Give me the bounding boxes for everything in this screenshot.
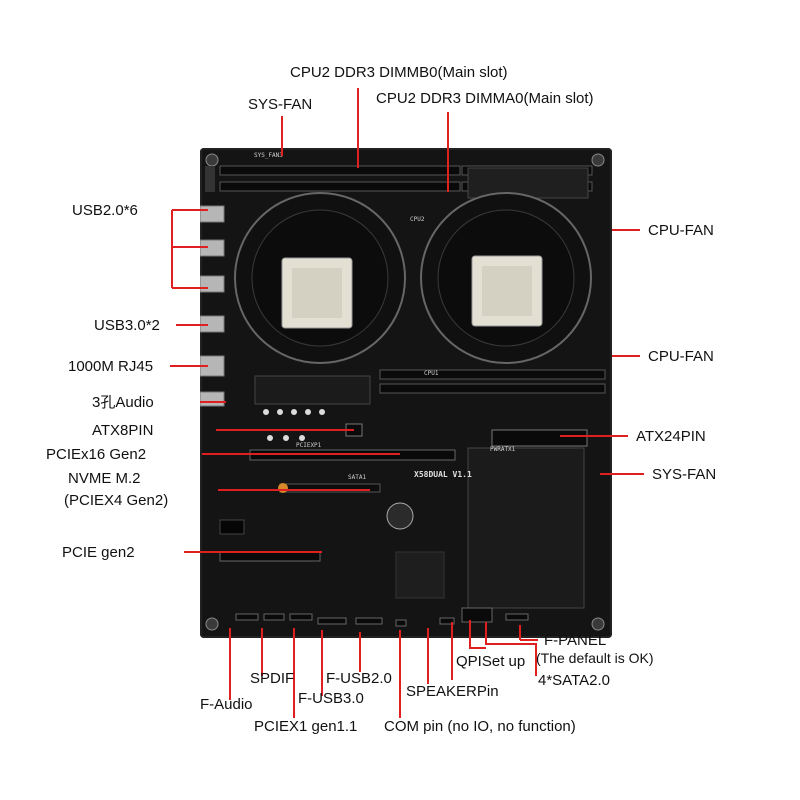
pwratx1-silk: PWRATX1 — [490, 446, 516, 453]
label-com: COM pin (no IO, no function) — [384, 718, 576, 735]
label-usb20: USB2.0*6 — [72, 202, 138, 219]
label-nvme: NVME M.2 — [68, 470, 141, 487]
debug-led-display — [219, 519, 245, 535]
southbridge-chip — [395, 551, 445, 599]
label-pciex16: PCIEx16 Gen2 — [46, 446, 147, 463]
cmos-battery — [386, 502, 414, 530]
label-atx8pin: ATX8PIN — [92, 422, 154, 439]
label-f-panel-note: (The default is OK) — [536, 650, 654, 666]
label-speaker: SPEAKERPin — [406, 683, 499, 700]
cpu1-silk: CPU1 — [424, 370, 439, 377]
label-audio: 3孔Audio — [92, 394, 154, 411]
label-spdif: SPDIF — [250, 670, 295, 687]
label-f-usb30: F-USB3.0 — [298, 690, 364, 707]
sysfan3-silk: SYS_FAN3 — [254, 152, 283, 159]
label-nvme-note: (PCIEX4 Gen2) — [64, 492, 169, 509]
label-audio-prefix: 3孔 — [92, 394, 116, 411]
vrm-heatsink-left — [254, 375, 371, 405]
atx24-connector — [491, 429, 588, 447]
dimm-slot-lower — [379, 383, 606, 394]
label-f-audio: F-Audio — [200, 696, 253, 713]
label-cpu2-dimmb0-note: (Main slot) — [437, 64, 508, 81]
motherboard-drawing — [199, 153, 606, 631]
label-com-note: (no IO, no function) — [447, 718, 576, 735]
chipset-heatsink — [467, 447, 585, 609]
label-cpu-fan-1: CPU-FAN — [648, 222, 714, 239]
label-atx24pin: ATX24PIN — [636, 428, 706, 445]
pciexp1-silk: PCIEXP1 — [296, 442, 322, 449]
label-f-usb20: F-USB2.0 — [326, 670, 392, 687]
label-pciex1: PCIEX1 gen1.1 — [254, 718, 358, 735]
label-cpu-fan-2: CPU-FAN — [648, 348, 714, 365]
label-cpu2-dimma0-note: (Main slot) — [523, 90, 594, 107]
bottom-headers — [235, 607, 529, 627]
label-qpi: QPISet up — [456, 653, 525, 670]
label-cpu2-dimmb0: CPU2 DDR3 DIMMB0(Main slot) — [290, 64, 508, 81]
vrm-heatsink-top — [467, 167, 589, 199]
label-qpi-text: QPI — [456, 653, 482, 670]
motherboard: X58DUAL V1.1 CPU1 CPU2 PCIEXP1 PWRATX1 S… — [199, 148, 612, 638]
cpu-socket-left — [234, 192, 406, 364]
capacitors — [263, 409, 325, 441]
label-usb30: USB3.0*2 — [94, 317, 160, 334]
label-cpu2-dimma0-text: CPU2 DDR3 DIMMA0 — [376, 90, 524, 107]
label-cpu2-dimma0: CPU2 DDR3 DIMMA0(Main slot) — [376, 90, 594, 107]
label-sata: 4*SATA2.0 — [538, 672, 610, 689]
label-com-text: COM pin — [384, 718, 444, 735]
cpu-socket-right — [420, 192, 592, 364]
sata-silk: SATA1 — [348, 474, 367, 481]
label-qpi-note: Set up — [481, 653, 526, 670]
dimm-slot-lower — [379, 369, 606, 380]
label-cpu2-dimmb0-text: CPU2 DDR3 DIMMB0 — [290, 64, 438, 81]
label-speaker-suffix: Pin — [476, 683, 499, 700]
label-rj45: 1000M RJ45 — [68, 358, 154, 375]
label-sys-fan-top: SYS-FAN — [248, 96, 313, 113]
label-speaker-text: SPEAKER — [406, 683, 477, 700]
label-f-panel: F-PANEL — [544, 632, 607, 649]
label-pcie-gen2: PCIE gen2 — [62, 544, 135, 561]
label-audio-text: Audio — [115, 394, 154, 411]
board-model-silk: X58DUAL V1.1 — [414, 470, 472, 479]
cpu2-silk: CPU2 — [410, 216, 425, 223]
label-sys-fan-right: SYS-FAN — [652, 466, 717, 483]
